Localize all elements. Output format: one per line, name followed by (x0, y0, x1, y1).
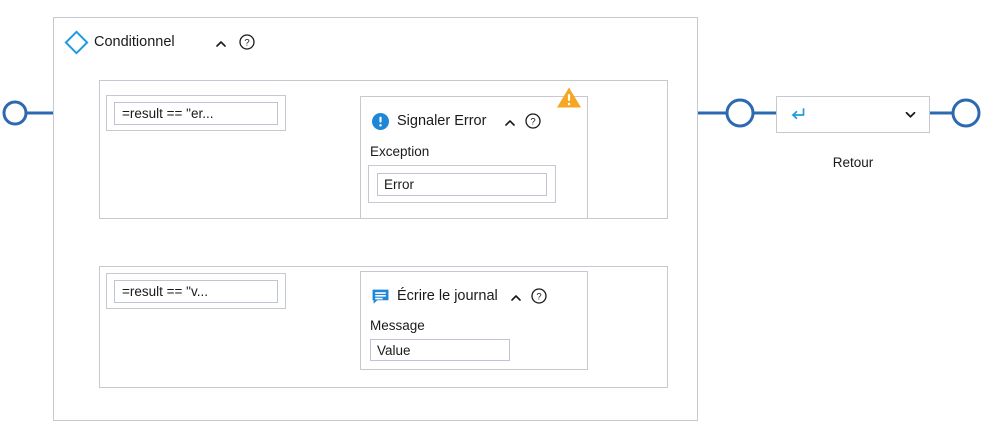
return-arrow-icon (789, 106, 806, 123)
exception-field-wrap[interactable] (368, 165, 556, 203)
activity-header-1: Signaler Error ? (372, 110, 542, 132)
activity-title-2: Écrire le journal (397, 288, 498, 304)
chevron-up-icon[interactable] (215, 37, 226, 48)
help-circle-icon[interactable]: ? (525, 113, 542, 129)
message-bubble-icon (372, 288, 389, 305)
activity-title-1: Signaler Error (397, 113, 487, 129)
return-node[interactable] (776, 96, 930, 133)
help-circle-icon[interactable]: ? (238, 34, 255, 50)
svg-text:?: ? (536, 292, 541, 303)
chevron-up-icon[interactable] (510, 291, 521, 302)
condition-input-2[interactable] (114, 279, 278, 303)
workflow-canvas: Conditionnel ? Signaler Error (2, 17, 981, 421)
scope-title: Conditionnel (94, 34, 175, 50)
condition-input-1[interactable] (114, 101, 278, 125)
condition-wrap-2[interactable] (106, 273, 286, 309)
warning-triangle-icon[interactable] (556, 86, 582, 109)
error-circle-icon (372, 112, 389, 130)
field-label-exception: Exception (370, 144, 430, 159)
help-circle-icon[interactable]: ? (531, 288, 547, 304)
diamond-icon (64, 29, 89, 55)
exception-input[interactable] (377, 172, 547, 196)
scope-header: Conditionnel ? (64, 29, 255, 55)
chevron-down-icon[interactable] (904, 108, 917, 121)
return-node-label: Retour (832, 155, 874, 170)
condition-wrap-1[interactable] (106, 95, 286, 131)
chevron-up-icon[interactable] (504, 116, 516, 127)
field-label-message: Message (370, 318, 425, 333)
svg-text:?: ? (531, 117, 536, 128)
svg-text:?: ? (244, 38, 249, 49)
activity-header-2: Écrire le journal ? (372, 285, 547, 307)
message-input[interactable] (370, 339, 510, 361)
